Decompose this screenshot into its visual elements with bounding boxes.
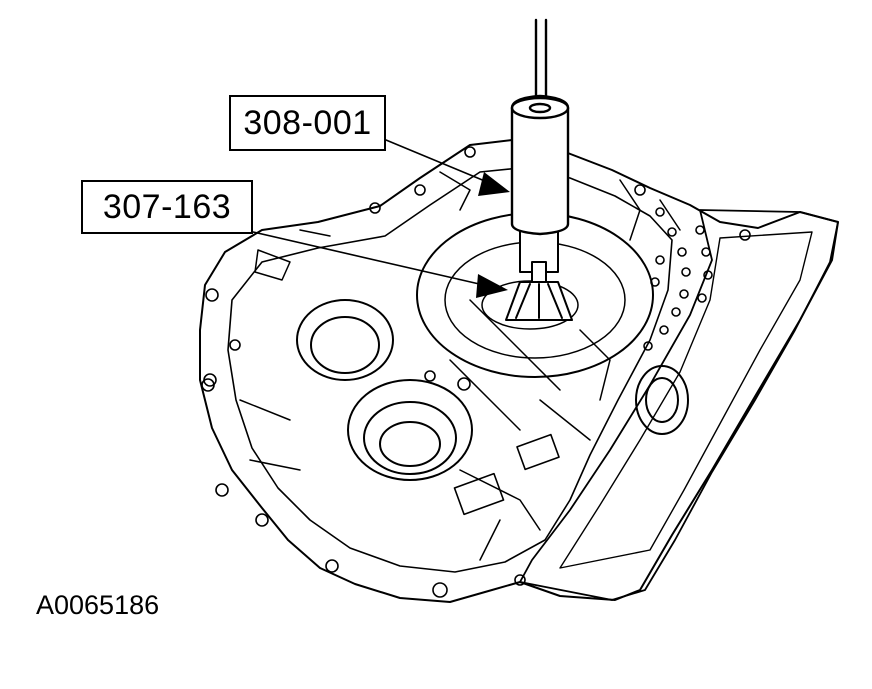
- lower-bore-inner: [363, 401, 457, 475]
- callout-label-308-001: 308-001: [229, 95, 386, 151]
- leader-arrow-307: [252, 231, 508, 298]
- leader-arrow-308: [385, 139, 510, 196]
- bolt-holes: [201, 146, 751, 598]
- right-housing-inner: [559, 231, 813, 569]
- rectangular-boss-2: [516, 433, 560, 471]
- tool-308-001-slide-hammer: [510, 18, 570, 236]
- lower-bore-core: [379, 421, 441, 467]
- callout-label-307-163: 307-163: [81, 180, 253, 234]
- tool-307-163-jaws: [505, 227, 573, 321]
- side-port-inner: [645, 377, 679, 423]
- inner-flange: [227, 167, 673, 573]
- right-housing: [519, 209, 839, 601]
- lower-bore: [347, 379, 473, 481]
- figure-number: A0065186: [36, 590, 160, 620]
- case-outline: [199, 139, 839, 603]
- side-port: [635, 365, 689, 435]
- upper-left-bore-inner: [310, 316, 380, 374]
- rectangular-boss: [453, 472, 505, 516]
- case-ribs: [239, 171, 681, 561]
- upper-left-bore: [296, 299, 394, 381]
